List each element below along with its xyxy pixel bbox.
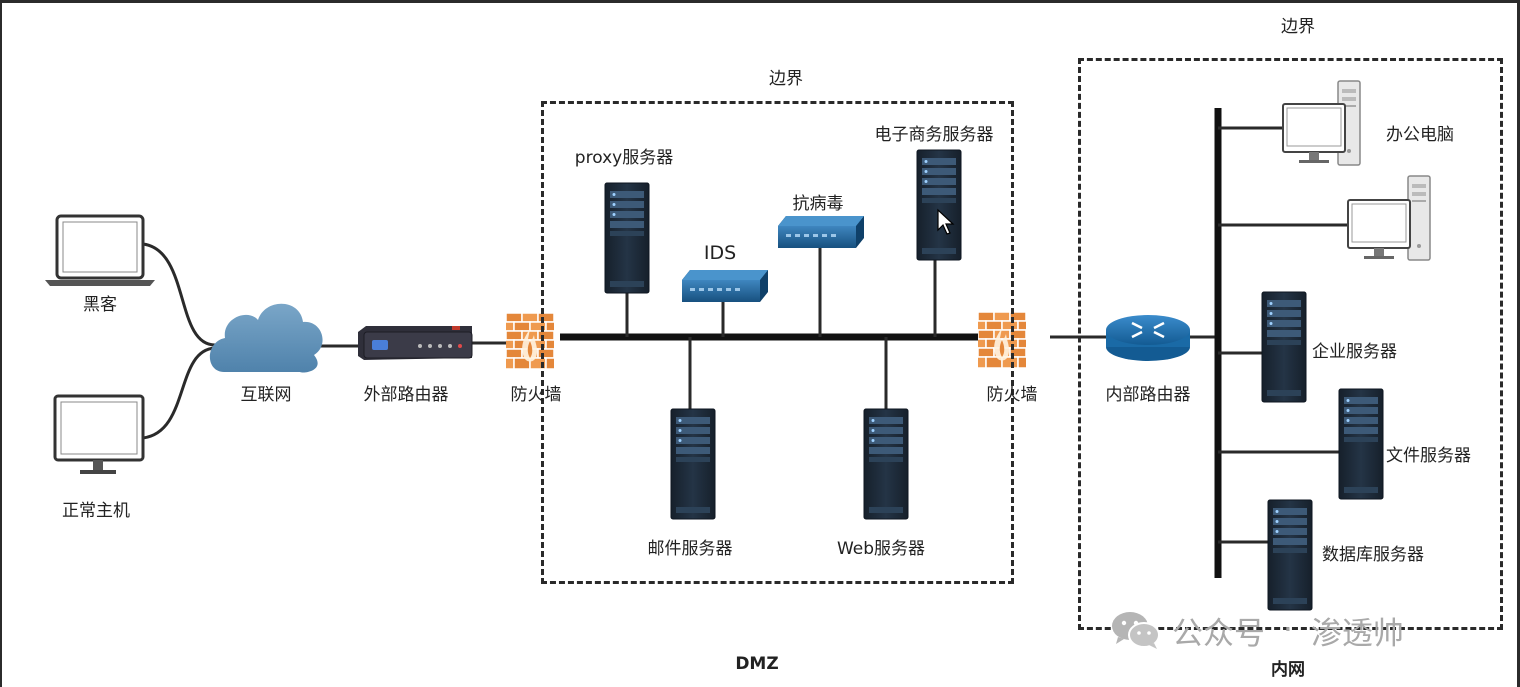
antivirus-switch-icon [778,216,864,248]
intranet-branch-lines [1218,126,1350,544]
intranet-zone-label: 内网 [1271,660,1305,680]
normal-host-monitor-icon [53,394,145,474]
internal-router-label: 内部路由器 [1105,385,1191,405]
antivirus-label: 抗病毒 [792,194,844,214]
dmz-zone-label: DMZ [735,654,779,674]
normal-host-label: 正常主机 [62,501,130,521]
ids-switch-icon [682,270,768,302]
intranet-boundary-label: 边界 [1281,17,1315,37]
watermark: 公众号 · 渗透帅 [1110,608,1404,652]
link-hacker-internet [142,242,216,347]
window-top-border [0,0,1520,3]
watermark-text-right: 渗透帅 [1310,615,1404,652]
intranet-boundary-box [1078,58,1503,630]
mouse-cursor-icon [937,208,955,235]
external-router-icon [358,326,473,360]
internal-router-icon [1106,315,1190,361]
watermark-text-left: 公众号 [1172,615,1265,652]
dmz-drop-lines [625,248,937,410]
file-server-label: 文件服务器 [1386,446,1471,466]
external-router-label: 外部路由器 [363,385,449,405]
dmz-boundary-box [541,101,1014,584]
database-server-label: 数据库服务器 [1322,545,1424,565]
ecommerce-server-label: 电子商务服务器 [874,125,994,145]
dmz-boundary-label: 边界 [769,69,803,89]
internet-cloud-icon [209,303,323,373]
proxy-server-label: proxy服务器 [574,148,674,168]
window-left-border [0,0,2,687]
ids-label: IDS [703,242,737,264]
watermark-separator: · [1283,612,1293,648]
firewall-left-label: 防火墙 [510,385,562,405]
hacker-label: 黑客 [83,295,117,315]
window-right-border [1517,0,1520,687]
link-host-internet [142,346,216,440]
office-pc-label: 办公电脑 [1386,125,1454,145]
web-server-label: Web服务器 [836,539,926,559]
hacker-laptop-icon [45,214,155,286]
mail-server-label: 邮件服务器 [647,539,733,559]
firewall-right-label: 防火墙 [986,385,1038,405]
internet-label: 互联网 [240,385,292,405]
wechat-icon [1112,612,1160,649]
enterprise-server-label: 企业服务器 [1312,342,1397,362]
